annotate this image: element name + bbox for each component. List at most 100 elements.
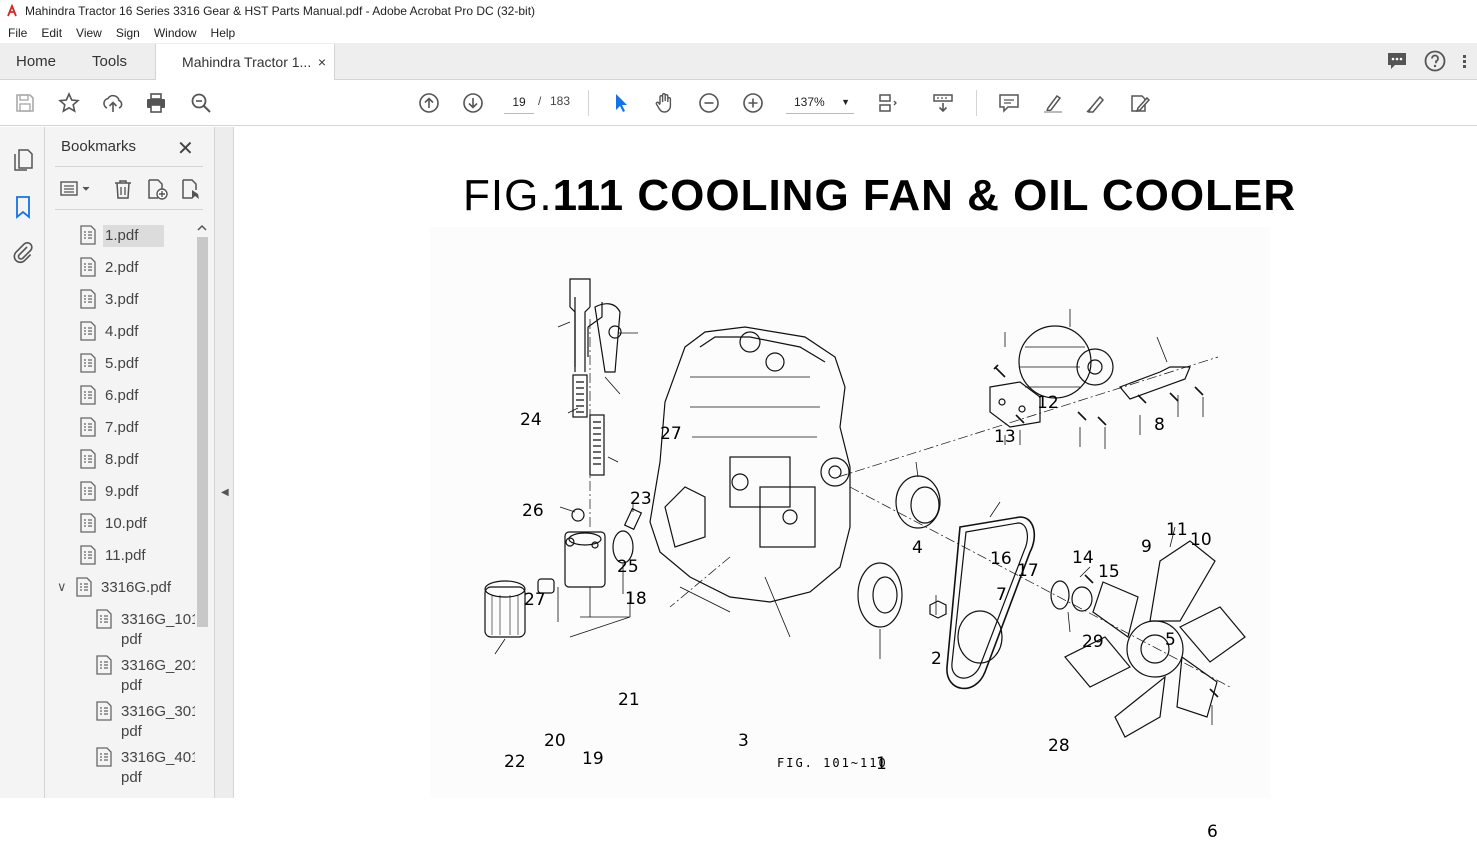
fit-page-icon[interactable] — [876, 91, 900, 115]
bookmark-item[interactable]: 3316G_201. pdf — [95, 655, 195, 697]
menu-help[interactable]: Help — [210, 25, 236, 40]
bookmark-document-icon — [80, 289, 96, 309]
zoom-in-icon[interactable] — [741, 91, 765, 115]
part-callout: 16 — [990, 549, 1012, 569]
bookmark-document-icon — [80, 545, 96, 565]
parts-exploded-diagram: 24 27 23 26 25 27 18 21 20 19 22 3 12 13… — [430, 227, 1270, 842]
delete-bookmark-icon[interactable] — [111, 177, 135, 201]
bookmark-star-icon[interactable] — [57, 91, 81, 115]
part-callout: 27 — [660, 424, 682, 444]
bookmark-item[interactable]: 5.pdf — [79, 353, 140, 375]
help-icon[interactable] — [1423, 49, 1447, 73]
bookmark-item[interactable]: 3316G_301. pdf — [95, 701, 195, 743]
scroll-up-arrow-icon[interactable] — [195, 221, 209, 235]
bookmark-label: 11.pdf — [105, 547, 146, 564]
exploded-view-drawing — [484, 278, 1246, 738]
tab-document[interactable]: Mahindra Tractor 1... × — [155, 44, 336, 80]
part-callout: 6 — [1207, 822, 1218, 842]
bookmark-item[interactable]: 6.pdf — [79, 385, 140, 407]
part-callout: 22 — [504, 752, 526, 772]
zoom-search-icon[interactable] — [189, 91, 213, 115]
bookmark-options-icon[interactable] — [59, 177, 93, 201]
part-callout: 18 — [625, 589, 647, 609]
bookmark-label: 3316G_101. pdf — [121, 611, 195, 648]
select-cursor-icon[interactable] — [609, 91, 633, 115]
page-total: 183 — [550, 94, 571, 108]
share-upload-icon[interactable] — [101, 91, 125, 115]
bookmark-item-expanded[interactable]: ∨ 3316G.pdf — [57, 577, 173, 599]
menu-sign[interactable]: Sign — [115, 25, 140, 40]
bookmark-item[interactable]: 3316G_101. pdf — [95, 609, 195, 651]
bookmark-item[interactable]: 11.pdf — [79, 545, 148, 567]
bookmark-item[interactable]: 1.pdf — [79, 225, 165, 247]
menu-bar: File Edit View Sign Window Help — [0, 22, 1477, 43]
grid-apps-icon[interactable] — [1461, 49, 1473, 73]
hand-tool-icon[interactable] — [653, 91, 677, 115]
new-bookmark-icon[interactable] — [145, 177, 169, 201]
scrollbar-thumb[interactable] — [197, 237, 208, 627]
collapse-left-icon[interactable]: ◀ — [221, 487, 229, 498]
bookmark-item[interactable]: 3316G_401. pdf — [95, 747, 195, 789]
zoom-out-icon[interactable] — [697, 91, 721, 115]
scroll-mode-icon[interactable] — [931, 91, 955, 115]
bookmark-item[interactable]: 3.pdf — [79, 289, 140, 311]
figure-reference: FIG. 101~110 — [777, 756, 888, 770]
part-callout: 4 — [912, 538, 923, 558]
tab-document-label: Mahindra Tractor 1... — [182, 54, 312, 70]
bookmark-document-icon — [80, 225, 96, 245]
print-icon[interactable] — [144, 91, 168, 115]
tab-tools[interactable]: Tools — [92, 52, 128, 70]
bookmark-item[interactable]: 10.pdf — [79, 513, 149, 535]
part-callout: 19 — [582, 749, 604, 769]
bookmark-document-icon — [80, 353, 96, 373]
zoom-level-select[interactable]: 137% ▼ — [786, 90, 854, 114]
toolbar-divider — [976, 90, 977, 116]
save-icon[interactable] — [13, 91, 37, 115]
part-callout: 27 — [524, 590, 546, 610]
part-callout: 13 — [994, 427, 1016, 447]
bookmark-document-icon — [80, 481, 96, 501]
page-thumbnails-icon[interactable] — [11, 148, 35, 172]
menu-view[interactable]: View — [76, 25, 102, 40]
page-number-input[interactable]: 19 — [504, 90, 534, 114]
highlight-pen-icon[interactable] — [1041, 91, 1065, 115]
bookmark-label: 5.pdf — [105, 355, 139, 372]
part-callout: 23 — [630, 489, 652, 509]
draw-sign-icon[interactable] — [1084, 91, 1108, 115]
bookmarks-icon[interactable] — [11, 195, 35, 219]
tab-home[interactable]: Home — [16, 52, 57, 70]
attachment-paperclip-icon[interactable] — [11, 240, 35, 264]
menu-file[interactable]: File — [8, 25, 28, 40]
bookmark-item[interactable]: 9.pdf — [79, 481, 140, 503]
fill-sign-icon[interactable] — [1128, 91, 1152, 115]
page-down-icon[interactable] — [461, 91, 485, 115]
bookmark-item[interactable]: 2.pdf — [79, 257, 140, 279]
bookmark-item[interactable]: 8.pdf — [79, 449, 140, 471]
bookmark-list: 1.pdf 2.pdf 3.pdf 4.pdf 5.pdf 6.pdf 7.pd… — [45, 221, 195, 798]
tab-close-button[interactable]: × — [317, 54, 327, 70]
bookmarks-scrollbar[interactable] — [195, 221, 209, 798]
menu-window[interactable]: Window — [153, 25, 197, 40]
page-up-icon[interactable] — [417, 91, 441, 115]
part-callout: 21 — [618, 690, 640, 710]
add-comment-icon[interactable] — [997, 91, 1021, 115]
chevron-down-icon[interactable]: ∨ — [57, 579, 67, 594]
bookmark-document-icon — [96, 747, 112, 767]
close-panel-button[interactable]: ✕ — [177, 138, 194, 160]
menu-edit[interactable]: Edit — [41, 25, 63, 40]
part-callout: 12 — [1037, 393, 1059, 413]
part-callout: 29 — [1082, 632, 1104, 652]
document-viewport[interactable]: FIG.111 COOLING FAN & OIL COOLER — [235, 127, 1477, 842]
new-bookmark-from-structure-icon[interactable] — [179, 177, 203, 201]
bookmark-item[interactable]: 7.pdf — [79, 417, 140, 439]
bookmark-label: 7.pdf — [105, 419, 139, 436]
part-callout: 26 — [522, 501, 544, 521]
bookmark-label: 2.pdf — [105, 259, 139, 276]
figure-title-prefix: FIG. — [463, 171, 553, 220]
comment-bubble-icon[interactable] — [1385, 49, 1409, 73]
part-callout: 2 — [931, 649, 942, 669]
part-callout: 5 — [1165, 630, 1176, 650]
panel-collapse-handle[interactable]: ◀ — [215, 127, 234, 798]
part-callout: 20 — [544, 731, 566, 751]
bookmark-item[interactable]: 4.pdf — [79, 321, 140, 343]
